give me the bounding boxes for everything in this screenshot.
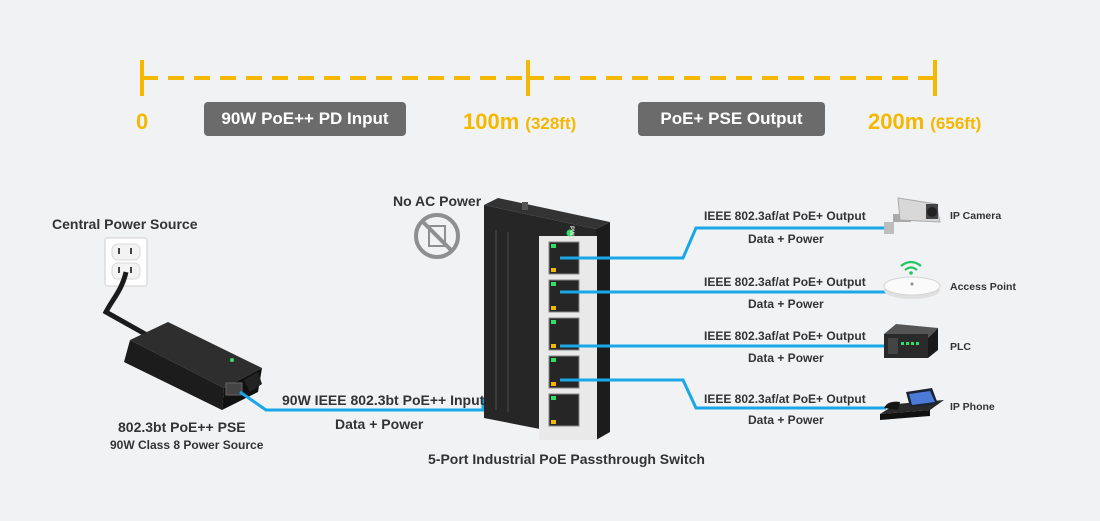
- camera-icon: [884, 197, 941, 234]
- output-payload-phone: Data + Power: [748, 413, 824, 427]
- poe-injector-icon: [124, 322, 262, 410]
- output-standard-ap: IEEE 802.3af/at PoE+ Output: [704, 275, 866, 289]
- scale-end-label: 200m (656ft): [868, 109, 981, 135]
- scale-mid-label: 100m (328ft): [463, 109, 576, 135]
- no-ac-power-icon: [414, 213, 460, 259]
- plc-icon: [884, 324, 938, 358]
- no-ac-label: No AC Power: [393, 193, 482, 209]
- scale-end-main: 200m: [868, 109, 925, 134]
- access-point-icon: [883, 260, 941, 299]
- switch-caption: 5-Port Industrial PoE Passthrough Switch: [428, 451, 705, 467]
- input-label: 90W IEEE 802.3bt PoE++ Input: [282, 392, 485, 408]
- segment-right-pill: PoE+ PSE Output: [638, 102, 825, 136]
- distance-scale: [140, 60, 937, 96]
- output-standard-phone: IEEE 802.3af/at PoE+ Output: [704, 392, 866, 406]
- input-payload-label: Data + Power: [335, 416, 424, 432]
- scale-left-bracket: [140, 60, 528, 96]
- output-standard-plc: IEEE 802.3af/at PoE+ Output: [704, 329, 866, 343]
- pse-subtitle: 90W Class 8 Power Source: [110, 438, 264, 452]
- switch-ports: [548, 241, 580, 427]
- pse-title: 802.3bt PoE++ PSE: [118, 419, 246, 435]
- ip-phone-icon: [880, 388, 944, 420]
- power-cord: [102, 271, 172, 351]
- output-cable-phone: [560, 378, 886, 410]
- device-label-plc: PLC: [950, 341, 971, 353]
- device-label-phone: IP Phone: [950, 401, 995, 413]
- switch-pwr-label: PWR: [568, 226, 574, 240]
- output-payload-plc: Data + Power: [748, 351, 824, 365]
- segment-left-pill: 90W PoE++ PD Input: [204, 102, 406, 136]
- industrial-switch-icon: [484, 198, 610, 440]
- power-outlet-icon: [104, 237, 148, 287]
- scale-mid-main: 100m: [463, 109, 520, 134]
- central-power-label: Central Power Source: [52, 216, 198, 232]
- device-label-ap: Access Point: [950, 281, 1016, 293]
- scale-end-sub: (656ft): [930, 114, 982, 133]
- output-standard-camera: IEEE 802.3af/at PoE+ Output: [704, 209, 866, 223]
- scale-mid-sub: (328ft): [525, 114, 577, 133]
- scale-zero-label: 0: [136, 109, 149, 134]
- output-payload-camera: Data + Power: [748, 232, 824, 246]
- output-payload-ap: Data + Power: [748, 297, 824, 311]
- output-cable-camera: [560, 226, 886, 260]
- device-label-camera: IP Camera: [950, 210, 1002, 222]
